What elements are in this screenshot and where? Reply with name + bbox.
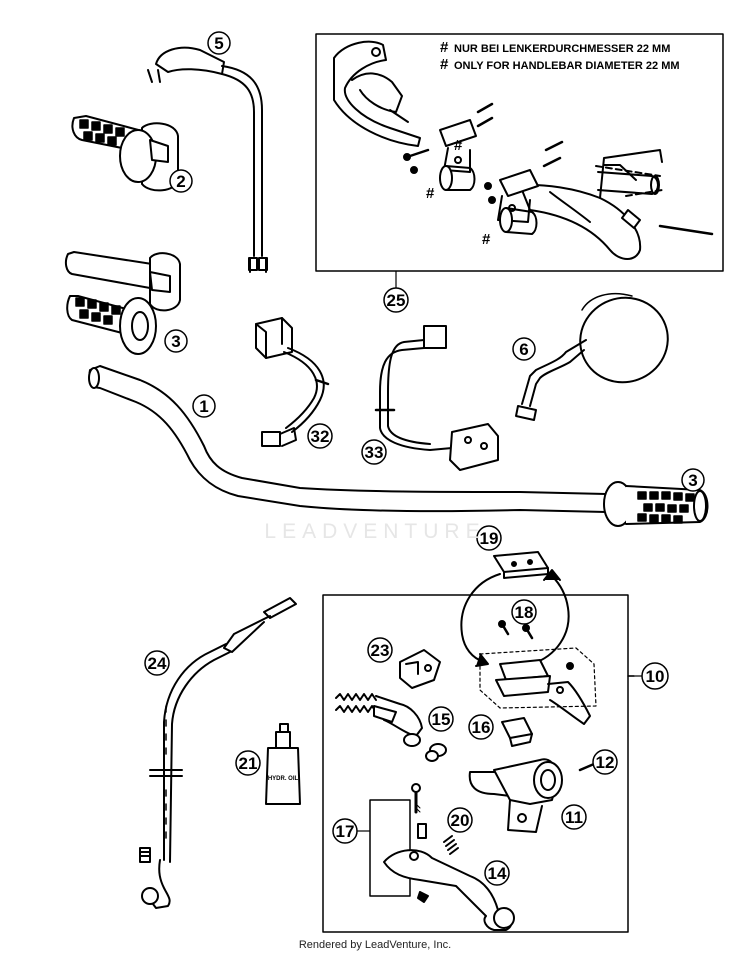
screws-14 [498, 620, 534, 640]
note-text-de: NUR BEI LENKERDURCHMESSER 22 MM [454, 43, 671, 55]
callout-23: 24 [144, 650, 170, 676]
right-grip [603, 481, 709, 527]
callout-18: 23 [367, 637, 393, 663]
footer-credit: Rendered by LeadVenture, Inc. [298, 939, 452, 951]
callout-12: 12 [592, 749, 618, 775]
callout-33-label: 33 [365, 443, 384, 462]
spring-19 [443, 835, 459, 855]
handguard-detail-box [315, 33, 724, 272]
callout-16-label: 16 [472, 718, 491, 737]
callout-21-label: 17 [336, 822, 355, 841]
callout-10-label: 10 [646, 667, 665, 686]
callout-6-label: 6 [519, 340, 528, 359]
callout-15-label: 19 [480, 529, 499, 548]
clutch-detail-box [322, 594, 629, 933]
handguard-left [333, 40, 421, 147]
throttle-grip-assembly [71, 115, 179, 192]
callout-24: 21 [235, 750, 261, 776]
callout-1-label: 1 [199, 397, 208, 416]
callout-20-label: 14 [488, 864, 507, 883]
callout-3-right-label: 3 [688, 471, 697, 490]
callout-33: 33 [361, 439, 387, 465]
light-switch-33 [374, 325, 499, 471]
hash-mark-2: # [454, 137, 463, 154]
callout-3-right: 3 [681, 468, 705, 492]
leader-lines [357, 271, 642, 832]
callout-11: 11 [561, 804, 587, 830]
throttle-cable [147, 46, 268, 273]
hash-mark-1: # [426, 185, 435, 202]
callout-14: 18 [511, 599, 537, 625]
master-piston [335, 693, 447, 762]
callout-17-label: 15 [432, 710, 451, 729]
hash-mark-3: # [482, 231, 491, 248]
handguard-clamp-upper [403, 102, 494, 174]
hydraulic-oil-bottle [265, 723, 301, 805]
master-cylinder-body [468, 758, 596, 833]
callout-1: 1 [192, 394, 216, 418]
clamp-bracket-18 [399, 649, 441, 689]
callout-10: 10 [641, 662, 669, 690]
callout-25: 25 [383, 287, 409, 313]
callout-2-label: 2 [176, 172, 185, 191]
reservoir-cover-15 [493, 551, 549, 579]
callout-5: 5 [207, 31, 231, 55]
callout-19-label: 20 [451, 811, 470, 830]
cover-swap-arrows [460, 569, 570, 667]
callout-3-left-label: 3 [171, 332, 180, 351]
note-hash-2: # [440, 56, 449, 73]
callout-20: 14 [484, 860, 510, 886]
callout-6: 6 [512, 337, 536, 361]
note-line-german: # NUR BEI LENKERDURCHMESSER 22 MM [440, 40, 730, 57]
spacer-lower [499, 207, 538, 235]
callout-16: 16 [468, 714, 494, 740]
callout-11-label: 11 [565, 808, 583, 827]
handlebar-diameter-note: # NUR BEI LENKERDURCHMESSER 22 MM # ONLY F… [440, 40, 730, 74]
mirror [515, 292, 669, 421]
callout-32: 32 [307, 423, 333, 449]
callout-2: 2 [169, 169, 193, 193]
bottle-label: HYDR. OIL [268, 776, 299, 782]
reservoir-dashed-outline [479, 647, 597, 709]
left-grip-assembly [64, 251, 181, 355]
callout-18-label: 23 [371, 641, 390, 660]
callout-21: 17 [332, 818, 358, 844]
callout-17: 15 [428, 706, 454, 732]
reservoir-gasket-16 [501, 717, 533, 747]
handlebar [88, 365, 607, 513]
callout-15: 19 [476, 525, 502, 551]
pivot-bolt-and-bushing [369, 783, 427, 897]
callout-19: 20 [447, 807, 473, 833]
callout-12-label: 12 [596, 753, 615, 772]
note-line-english: # ONLY FOR HANDLEBAR DIAMETER 22 MM [440, 57, 730, 74]
reservoir-assembly [495, 659, 591, 725]
callout-3-left: 3 [164, 329, 188, 353]
callout-5-label: 5 [214, 34, 223, 53]
clutch-lever [383, 849, 515, 931]
callout-numbers: 5 2 3 1 3 25 6 32 33 19 18 23 10 24 15 1… [144, 31, 705, 886]
callout-14-label: 18 [515, 603, 534, 622]
spacer-upper [439, 165, 476, 191]
watermark: LEADVENTURE [264, 520, 486, 543]
callout-24-label: 21 [239, 754, 258, 773]
note-text-en: ONLY FOR HANDLEBAR DIAMETER 22 MM [454, 60, 680, 72]
clutch-cable [139, 597, 297, 909]
note-hash: # [440, 39, 449, 56]
hash-marks: # # # [426, 137, 491, 248]
bar-end-tube [595, 165, 663, 197]
kill-switch-32 [255, 317, 330, 447]
callout-32-label: 32 [311, 427, 330, 446]
callout-25-label: 25 [387, 291, 406, 310]
handguard-right [519, 149, 663, 260]
callout-23-label: 24 [148, 654, 167, 673]
